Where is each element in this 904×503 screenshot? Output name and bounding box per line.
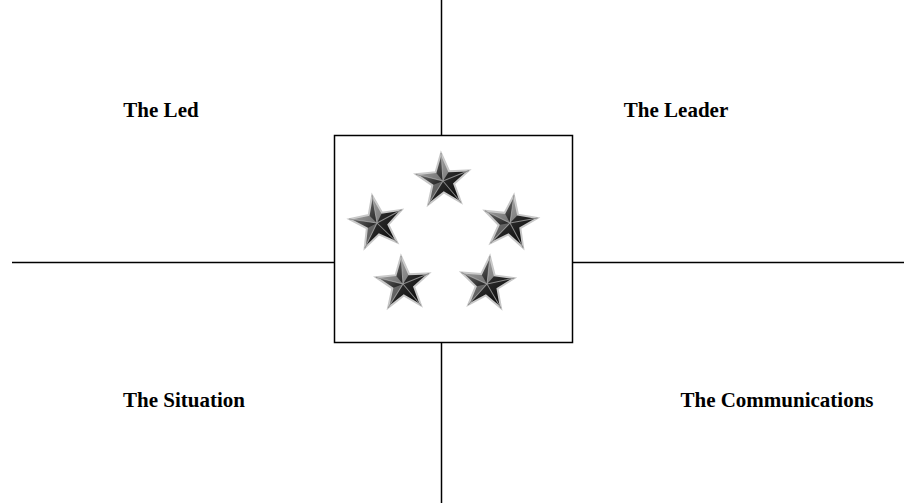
axis-line bbox=[441, 0, 443, 135]
quadrant-label: The Situation bbox=[123, 388, 245, 413]
axis-line bbox=[441, 343, 443, 503]
quadrant-label: The Communications bbox=[680, 388, 873, 413]
emblem-frame bbox=[335, 136, 573, 343]
quadrant-label: The Leader bbox=[624, 98, 728, 123]
five-star-emblem bbox=[346, 151, 540, 309]
quadrant-label: The Led bbox=[123, 98, 198, 123]
axis-line bbox=[573, 262, 904, 264]
axis-line bbox=[12, 262, 334, 264]
